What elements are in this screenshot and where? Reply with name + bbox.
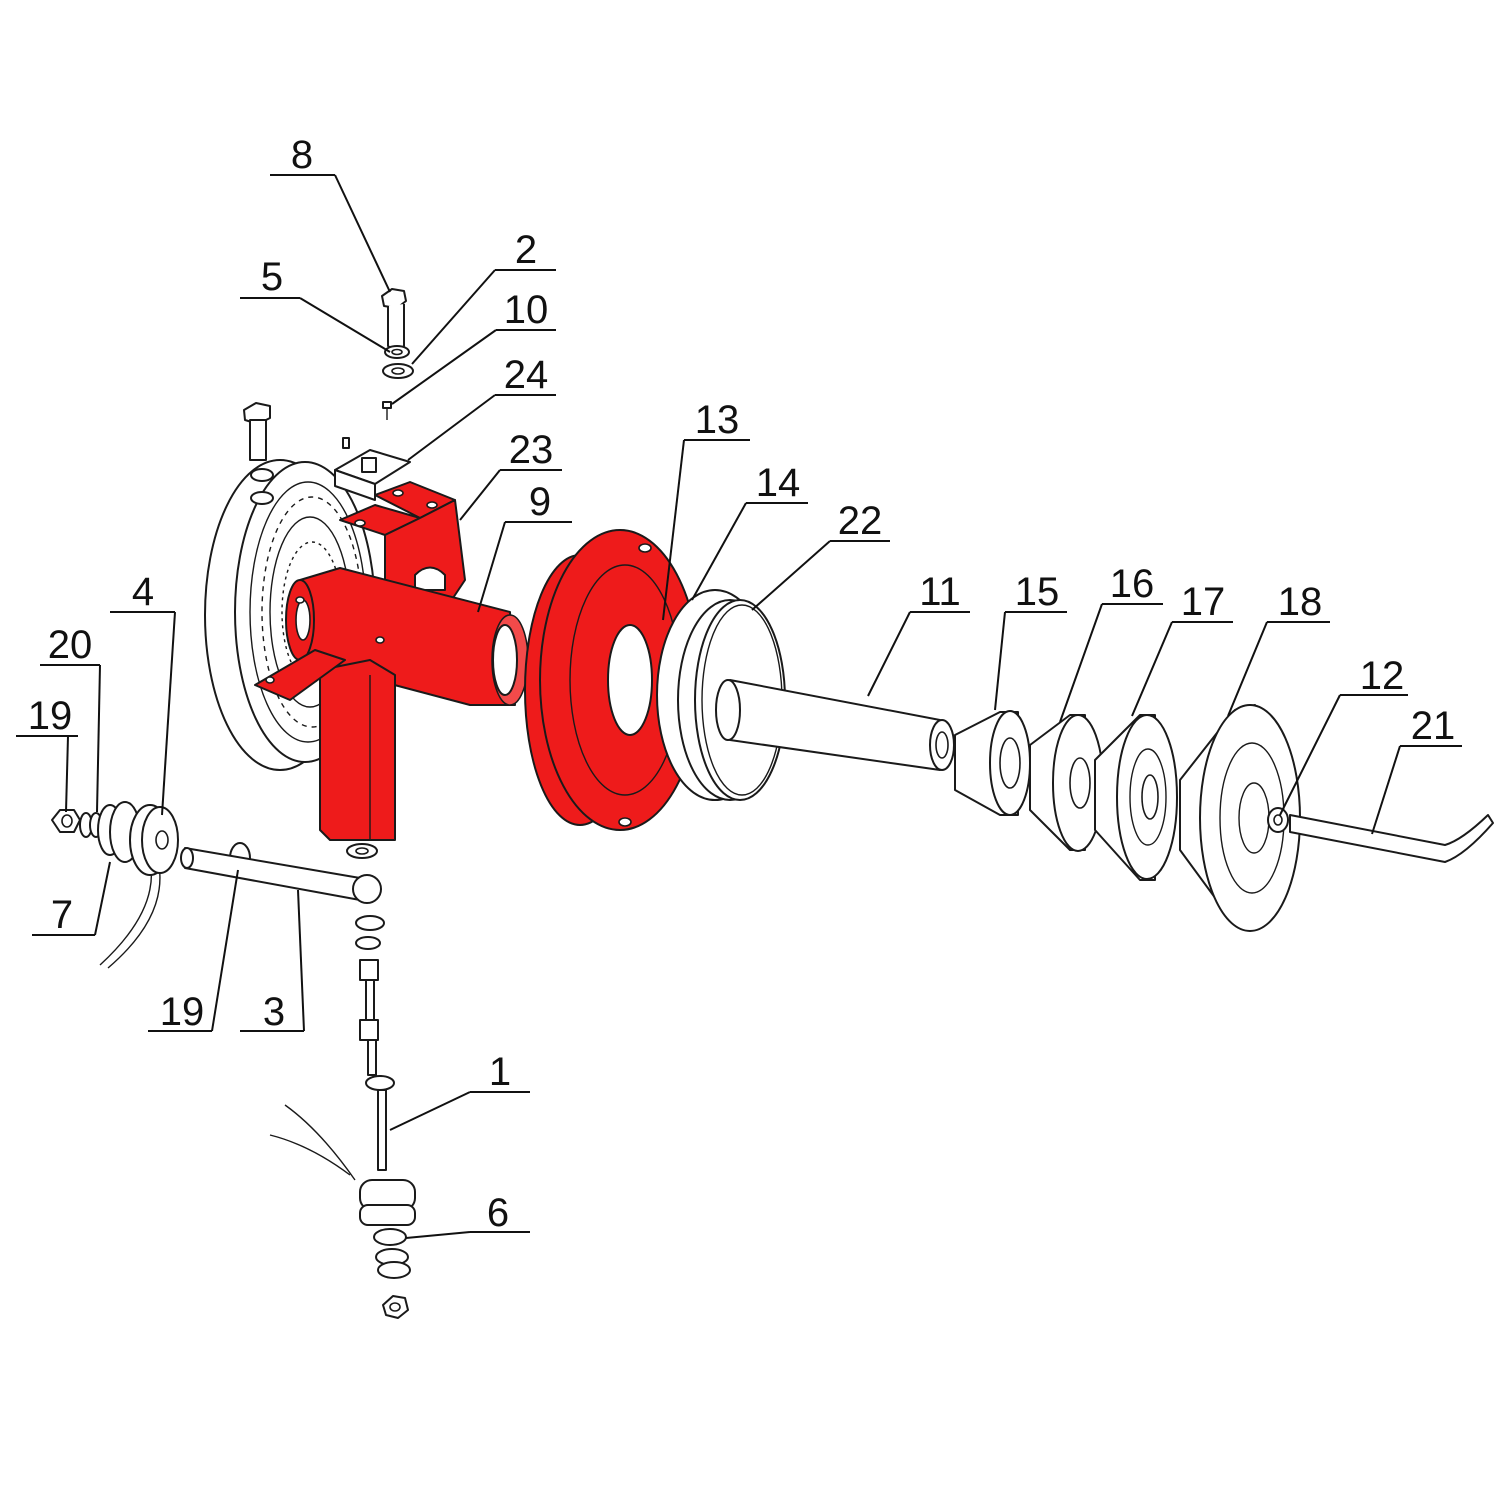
part-24-sensor-board bbox=[334, 437, 411, 501]
part-1-threaded-rod bbox=[269, 915, 416, 1226]
callout-number: 19 bbox=[160, 990, 205, 1034]
callout-number: 24 bbox=[504, 353, 549, 397]
callout-11: 11 bbox=[867, 570, 970, 697]
callout-6: 6 bbox=[405, 1191, 530, 1239]
callout-number: 17 bbox=[1181, 580, 1226, 624]
callout-5: 5 bbox=[240, 255, 391, 353]
callout-number: 12 bbox=[1360, 654, 1405, 698]
callout-number: 18 bbox=[1278, 580, 1323, 624]
callout-4: 4 bbox=[110, 570, 176, 816]
part-7-pulley bbox=[97, 801, 161, 969]
callout-number: 11 bbox=[919, 570, 961, 614]
callout-number: 1 bbox=[489, 1050, 511, 1094]
part-5-lock-washer bbox=[384, 345, 410, 359]
callout-19-left: 19 bbox=[16, 694, 78, 813]
callout-21: 21 bbox=[1371, 704, 1462, 835]
callout-number: 21 bbox=[1411, 704, 1456, 748]
callout-2: 2 bbox=[411, 228, 556, 365]
callout-number: 13 bbox=[695, 398, 740, 442]
callout-number: 4 bbox=[132, 570, 154, 614]
callout-16: 16 bbox=[1059, 562, 1163, 723]
callout-number: 8 bbox=[291, 133, 313, 177]
part-17-cone bbox=[1094, 714, 1178, 881]
callout-17: 17 bbox=[1131, 580, 1233, 717]
part-8-bolt bbox=[381, 288, 407, 350]
callout-number: 6 bbox=[487, 1191, 509, 1235]
part-4-disk bbox=[129, 804, 179, 876]
part-10-screw bbox=[382, 401, 392, 420]
part-15-cone bbox=[954, 710, 1031, 816]
callout-12: 12 bbox=[1279, 654, 1408, 816]
part-2-washer bbox=[382, 363, 414, 379]
part-6-washers bbox=[373, 1228, 411, 1319]
callout-1: 1 bbox=[389, 1050, 530, 1131]
callout-number: 10 bbox=[504, 288, 549, 332]
part-16-cone bbox=[1029, 714, 1104, 852]
callout-18: 18 bbox=[1227, 580, 1330, 717]
part-19-nut-left bbox=[51, 809, 81, 833]
frame-washer bbox=[346, 843, 378, 859]
part-13-flange bbox=[524, 529, 701, 831]
housing-bolt bbox=[243, 402, 274, 505]
callout-number: 3 bbox=[263, 990, 285, 1034]
callout-number: 2 bbox=[515, 228, 537, 272]
part-21-hex-key bbox=[1289, 814, 1494, 863]
callout-13: 13 bbox=[662, 398, 750, 621]
callout-number: 22 bbox=[838, 499, 883, 543]
callout-number: 7 bbox=[51, 893, 73, 937]
callout-9: 9 bbox=[477, 480, 572, 613]
callout-20: 20 bbox=[40, 623, 101, 813]
callout-14: 14 bbox=[691, 461, 808, 601]
part-12-nut bbox=[1267, 807, 1289, 833]
callout-number: 23 bbox=[509, 428, 554, 472]
callout-number: 16 bbox=[1110, 562, 1155, 606]
callout-19-lower: 19 bbox=[148, 869, 239, 1034]
callout-10: 10 bbox=[391, 288, 556, 405]
part-3-pin bbox=[180, 847, 382, 904]
callout-8: 8 bbox=[270, 133, 391, 293]
callout-15: 15 bbox=[994, 570, 1067, 711]
callout-7: 7 bbox=[32, 861, 111, 937]
callout-number: 19 bbox=[28, 694, 73, 738]
callout-number: 9 bbox=[529, 480, 551, 524]
part-11-shaft bbox=[715, 679, 955, 771]
callout-22: 22 bbox=[751, 499, 890, 611]
callouts: 8 5 2 10 24 23 bbox=[16, 133, 1462, 1239]
callout-24: 24 bbox=[407, 353, 556, 461]
callout-3: 3 bbox=[240, 889, 305, 1034]
callout-number: 15 bbox=[1015, 570, 1060, 614]
callout-23: 23 bbox=[459, 428, 562, 521]
callout-number: 14 bbox=[756, 461, 801, 505]
part-18-cone bbox=[1179, 704, 1301, 932]
part-9-main-frame bbox=[254, 567, 529, 841]
callout-number: 20 bbox=[48, 623, 93, 667]
callout-number: 5 bbox=[261, 255, 283, 299]
